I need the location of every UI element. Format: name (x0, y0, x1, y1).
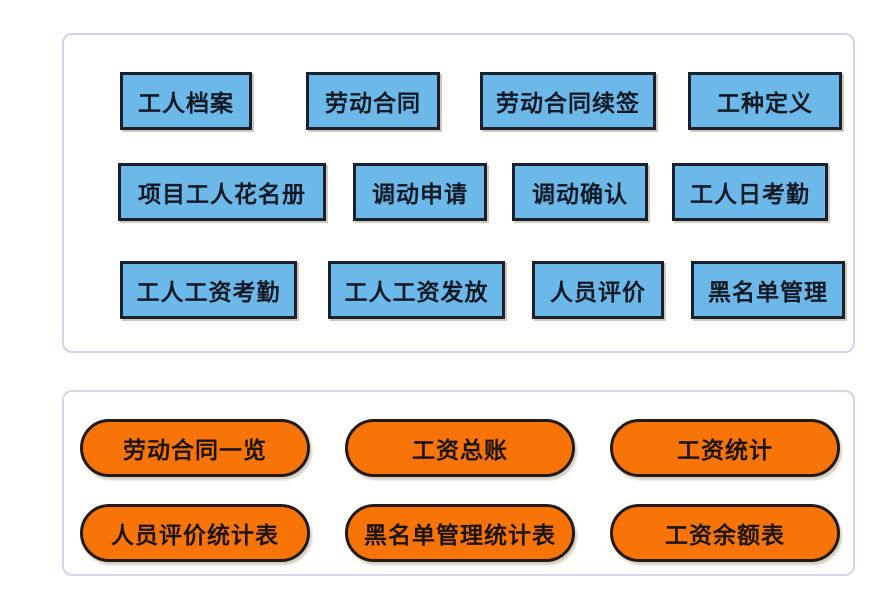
report-button-wage-balance-sheet[interactable]: 工资余额表 (610, 504, 840, 562)
report-row-1: 劳动合同一览 工资总账 工资统计 (80, 419, 840, 477)
report-row-2: 人员评价统计表 黑名单管理统计表 工资余额表 (80, 504, 840, 562)
report-buttons-panel: 劳动合同一览 工资总账 工资统计 人员评价统计表 黑名单管理统计表 工资余额表 (62, 390, 855, 576)
module-button-job-type-definition[interactable]: 工种定义 (688, 72, 842, 130)
module-button-transfer-application[interactable]: 调动申请 (353, 163, 487, 221)
report-button-blacklist-management-statistics[interactable]: 黑名单管理统计表 (345, 504, 575, 562)
module-row-2: 项目工人花名册 调动申请 调动确认 工人日考勤 (118, 163, 828, 221)
module-button-worker-wage-payment[interactable]: 工人工资发放 (328, 261, 505, 319)
module-button-worker-wage-attendance[interactable]: 工人工资考勤 (120, 261, 297, 319)
report-button-wage-general-ledger[interactable]: 工资总账 (345, 419, 575, 477)
module-button-blacklist-management[interactable]: 黑名单管理 (691, 261, 845, 319)
module-button-project-worker-roster[interactable]: 项目工人花名册 (118, 163, 326, 221)
module-button-worker-daily-attendance[interactable]: 工人日考勤 (672, 163, 828, 221)
module-row-1: 工人档案 劳动合同 劳动合同续签 工种定义 (120, 72, 842, 130)
module-row-3: 工人工资考勤 工人工资发放 人员评价 黑名单管理 (120, 261, 845, 319)
module-button-labor-contract-renewal[interactable]: 劳动合同续签 (480, 72, 656, 130)
module-button-transfer-confirmation[interactable]: 调动确认 (512, 163, 648, 221)
report-button-wage-statistics[interactable]: 工资统计 (610, 419, 840, 477)
module-button-personnel-evaluation[interactable]: 人员评价 (532, 261, 664, 319)
module-button-worker-profile[interactable]: 工人档案 (120, 72, 252, 130)
module-buttons-panel: 工人档案 劳动合同 劳动合同续签 工种定义 项目工人花名册 调动申请 调动确认 … (62, 33, 855, 353)
report-button-personnel-evaluation-statistics[interactable]: 人员评价统计表 (80, 504, 310, 562)
report-button-labor-contract-list[interactable]: 劳动合同一览 (80, 419, 310, 477)
module-button-labor-contract[interactable]: 劳动合同 (306, 72, 440, 130)
